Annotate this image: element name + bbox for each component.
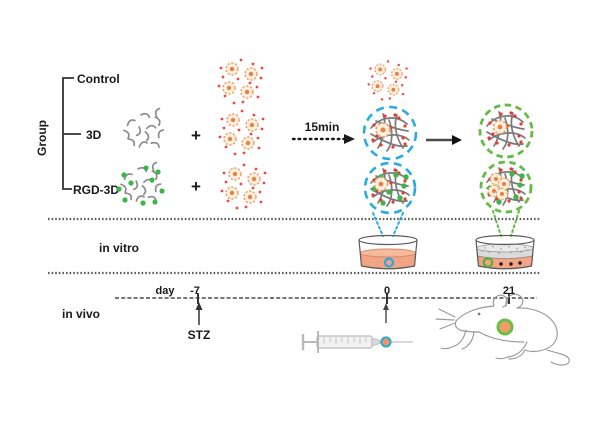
in-vivo-label: in vivo: [62, 307, 100, 321]
plus-icon: +: [191, 177, 201, 196]
transplant-arrow-day0: [383, 303, 389, 323]
green-funnel-lines: [492, 210, 520, 237]
incubation-arrow: 15min: [291, 120, 355, 144]
timeline-tick-label-minus7: -7: [190, 285, 200, 297]
blue-funnel-lines: [372, 212, 404, 237]
timeline-tick-label-0: 0: [384, 285, 390, 297]
group-label-3d: 3D: [86, 128, 102, 142]
group-bracket: Group Control 3D RGD-3D: [35, 72, 120, 197]
hydrogel-graft-blue-icon: [380, 336, 392, 348]
islet-cell-cluster-icon: [218, 59, 264, 105]
hydrogel-encapsulated-cells-3d-blue-icon: [362, 105, 418, 161]
arrowhead-icon: [452, 135, 462, 145]
incubation-time-label: 15min: [305, 120, 340, 134]
hydrogel-cells-day21-3d-green-icon: [478, 103, 534, 159]
arrowhead-icon: [383, 303, 389, 310]
scaffold-speckles: [481, 245, 529, 254]
arrowhead-icon: [195, 302, 203, 310]
implanted-hydrogel-green-icon: [496, 318, 514, 336]
arrowhead-icon: [344, 134, 355, 144]
timeline-day-label: day: [156, 285, 176, 297]
group-label-rgd-3d: RGD-3D: [73, 183, 119, 197]
syringe-icon: [301, 331, 413, 353]
hydrogel-marker-green-icon: [482, 257, 494, 268]
hydrogel-cells-day21-rgd-green-icon: [479, 160, 533, 214]
cell-dots: [499, 261, 522, 266]
islet-cell-cluster-icon: [368, 60, 408, 100]
stz-label: STZ: [188, 328, 211, 342]
group-label-control: Control: [77, 72, 120, 86]
timeline-tick-label-21: 21: [503, 285, 515, 297]
timeline-axis: day -7 0 21: [115, 285, 537, 304]
mouse-eye: [477, 312, 481, 316]
culture-dish-day21-icon: [475, 234, 535, 270]
hydrogel-fragments-3d-icon: [124, 108, 165, 149]
hydrogel-fragments-rgd-icon: [116, 162, 164, 206]
culture-dish-day0-icon: [358, 234, 418, 270]
islet-cell-cluster-icon: [221, 164, 267, 210]
islet-cell-cluster-icon: [219, 110, 265, 156]
group-axis-label: Group: [35, 120, 49, 156]
mouse-icon: [435, 293, 570, 366]
result-arrow: [426, 135, 462, 145]
hydrogel-marker-blue-icon: [383, 257, 395, 268]
in-vitro-label: in vitro: [99, 241, 139, 255]
stz-injection-marker: STZ: [188, 302, 211, 342]
plus-icon: +: [191, 126, 201, 145]
hydrogel-encapsulated-cells-rgd-blue-icon: [363, 161, 417, 215]
